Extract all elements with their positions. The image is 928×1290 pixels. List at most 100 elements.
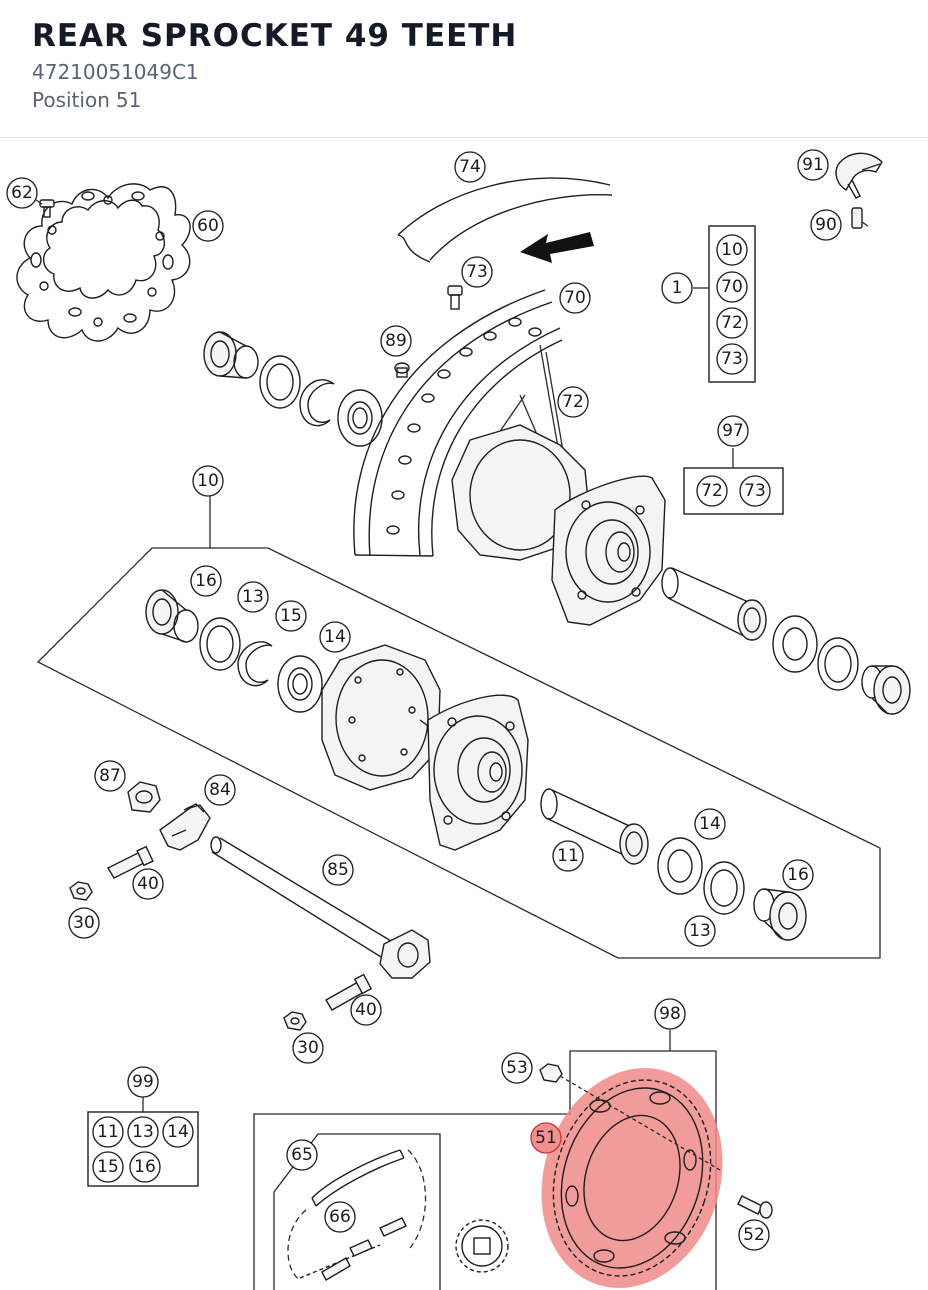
- hub-upper: [451, 424, 666, 626]
- svg-text:72: 72: [701, 481, 723, 501]
- svg-text:84: 84: [209, 780, 231, 800]
- svg-text:13: 13: [689, 921, 711, 941]
- callout-85[interactable]: 85: [322, 854, 354, 886]
- callout-14-right[interactable]: 14: [694, 808, 726, 840]
- callout-62[interactable]: 62: [6, 177, 38, 209]
- callout-99-16[interactable]: 16: [129, 1151, 161, 1183]
- callout-87[interactable]: 87: [94, 760, 126, 792]
- callout-60[interactable]: 60: [192, 210, 224, 242]
- callout-99-13[interactable]: 13: [127, 1116, 159, 1148]
- position-value: 51: [115, 88, 142, 112]
- tyre-outline: [397, 177, 613, 263]
- leader-lines: [35, 163, 881, 227]
- disc-screw: [39, 199, 55, 218]
- callout-10[interactable]: 10: [192, 465, 224, 497]
- spacer-upper-left: [203, 331, 259, 379]
- svg-text:90: 90: [815, 215, 837, 235]
- svg-text:10: 10: [197, 471, 219, 491]
- callout-72[interactable]: 72: [557, 386, 589, 418]
- callout-74[interactable]: 74: [454, 151, 486, 183]
- exploded-parts-diagram: 62 60 74 91 90 73 70 89 72 1 10 70 72 73…: [6, 149, 911, 1290]
- svg-text:13: 13: [242, 587, 264, 607]
- adjuster-bolt-40b: [325, 973, 373, 1011]
- svg-text:97: 97: [722, 421, 744, 441]
- svg-text:16: 16: [195, 571, 217, 591]
- callout-89[interactable]: 89: [380, 325, 412, 357]
- wheel-axle-85: [210, 836, 431, 979]
- svg-text:14: 14: [699, 814, 721, 834]
- circlip-upper: [299, 379, 335, 427]
- callout-99-11[interactable]: 11: [92, 1116, 124, 1148]
- callout-1-72[interactable]: 72: [716, 307, 748, 339]
- callout-16-right[interactable]: 16: [782, 859, 814, 891]
- callout-30[interactable]: 30: [68, 907, 100, 939]
- callout-52[interactable]: 52: [738, 1219, 770, 1251]
- adjuster-bolt-40a: [107, 845, 154, 879]
- valve-insert: [851, 207, 863, 229]
- callout-99-14[interactable]: 14: [162, 1116, 194, 1148]
- callout-53[interactable]: 53: [501, 1052, 533, 1084]
- callout-14[interactable]: 14: [319, 621, 351, 653]
- callout-1-70[interactable]: 70: [716, 271, 748, 303]
- spacer-upper-far-right: [861, 665, 911, 715]
- svg-text:10: 10: [721, 240, 743, 260]
- callout-97-73[interactable]: 73: [739, 475, 771, 507]
- rear-sprocket-highlight: [541, 1068, 723, 1288]
- bearing-middle: [277, 655, 323, 713]
- svg-text:15: 15: [280, 606, 302, 626]
- svg-text:74: 74: [459, 157, 481, 177]
- callout-40[interactable]: 40: [132, 868, 164, 900]
- svg-text:60: 60: [197, 216, 219, 236]
- callout-70[interactable]: 70: [559, 282, 591, 314]
- rim-nipple: [394, 362, 410, 378]
- callout-40-lower[interactable]: 40: [350, 994, 382, 1026]
- callout-65[interactable]: 65: [286, 1139, 318, 1171]
- callout-90[interactable]: 90: [810, 209, 842, 241]
- bearing-upper-right: [772, 615, 818, 673]
- callout-11[interactable]: 11: [552, 840, 584, 872]
- callout-16[interactable]: 16: [190, 565, 222, 597]
- svg-text:70: 70: [564, 288, 586, 308]
- callout-66[interactable]: 66: [324, 1201, 356, 1233]
- callout-13[interactable]: 13: [237, 581, 269, 613]
- svg-text:87: 87: [99, 766, 121, 786]
- callout-1-10[interactable]: 10: [716, 234, 748, 266]
- group-bracket-99: [87, 1096, 199, 1187]
- wheel-rim: [353, 289, 563, 557]
- part-number: 47210051049C1: [32, 60, 199, 84]
- axle-nut-87: [127, 781, 161, 813]
- callout-1-73[interactable]: 73: [716, 343, 748, 375]
- sprocket-nut-53: [539, 1063, 721, 1171]
- svg-text:16: 16: [787, 865, 809, 885]
- callout-99[interactable]: 99: [127, 1066, 159, 1098]
- callout-15[interactable]: 15: [275, 600, 307, 632]
- shaft-seal-upper: [259, 355, 301, 409]
- circlip-middle: [237, 641, 273, 687]
- spacer-tube-middle: [540, 788, 649, 865]
- svg-text:30: 30: [73, 913, 95, 933]
- callout-99-15[interactable]: 15: [92, 1151, 124, 1183]
- chain-adjuster-84: [159, 803, 211, 851]
- callout-73[interactable]: 73: [461, 256, 493, 288]
- drive-kit-outline: [253, 1030, 717, 1290]
- callout-30-lower[interactable]: 30: [292, 1032, 324, 1064]
- callout-97-72[interactable]: 72: [696, 475, 728, 507]
- svg-text:30: 30: [297, 1038, 319, 1058]
- callout-84[interactable]: 84: [204, 774, 236, 806]
- svg-text:91: 91: [802, 155, 824, 175]
- svg-text:98: 98: [659, 1004, 681, 1024]
- part-title: REAR SPROCKET 49 TEETH: [32, 18, 518, 54]
- svg-text:14: 14: [324, 627, 346, 647]
- position-label: Position: [32, 88, 110, 112]
- callout-51[interactable]: 51: [530, 1122, 562, 1154]
- callout-91[interactable]: 91: [797, 149, 829, 181]
- callout-13-right[interactable]: 13: [684, 915, 716, 947]
- callout-98[interactable]: 98: [654, 998, 686, 1030]
- svg-text:40: 40: [355, 1000, 377, 1020]
- hub-middle: [321, 644, 529, 851]
- svg-text:51: 51: [535, 1128, 557, 1148]
- bearing-upper: [337, 389, 383, 447]
- callout-97[interactable]: 97: [717, 415, 749, 447]
- callout-1[interactable]: 1: [661, 272, 693, 304]
